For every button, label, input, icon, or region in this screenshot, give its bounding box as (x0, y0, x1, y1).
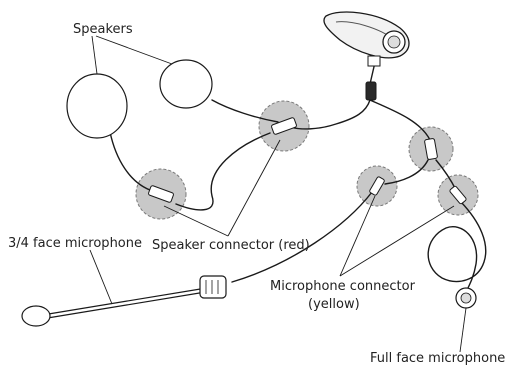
cables (109, 57, 487, 293)
leader-lines (89, 35, 467, 353)
speaker-connector-label: Speaker connector (red) (152, 238, 310, 253)
mic-connector-label-line2: (yellow) (308, 297, 360, 312)
full-face-mic-label: Full face microphone (370, 351, 505, 366)
speakers (66, 59, 213, 139)
connector-plugs (148, 117, 467, 205)
full-face-microphone (455, 287, 477, 309)
speakers-label: Speakers (73, 22, 133, 37)
speaker-right (159, 59, 213, 109)
headset-main-unit (323, 11, 410, 101)
three-quarter-mic-label: 3/4 face microphone (8, 236, 142, 251)
mic-connector-label-line1: Microphone connector (270, 279, 416, 294)
three-quarter-face-microphone (21, 275, 227, 327)
connector-highlights (135, 100, 479, 220)
speaker-left (66, 73, 128, 139)
